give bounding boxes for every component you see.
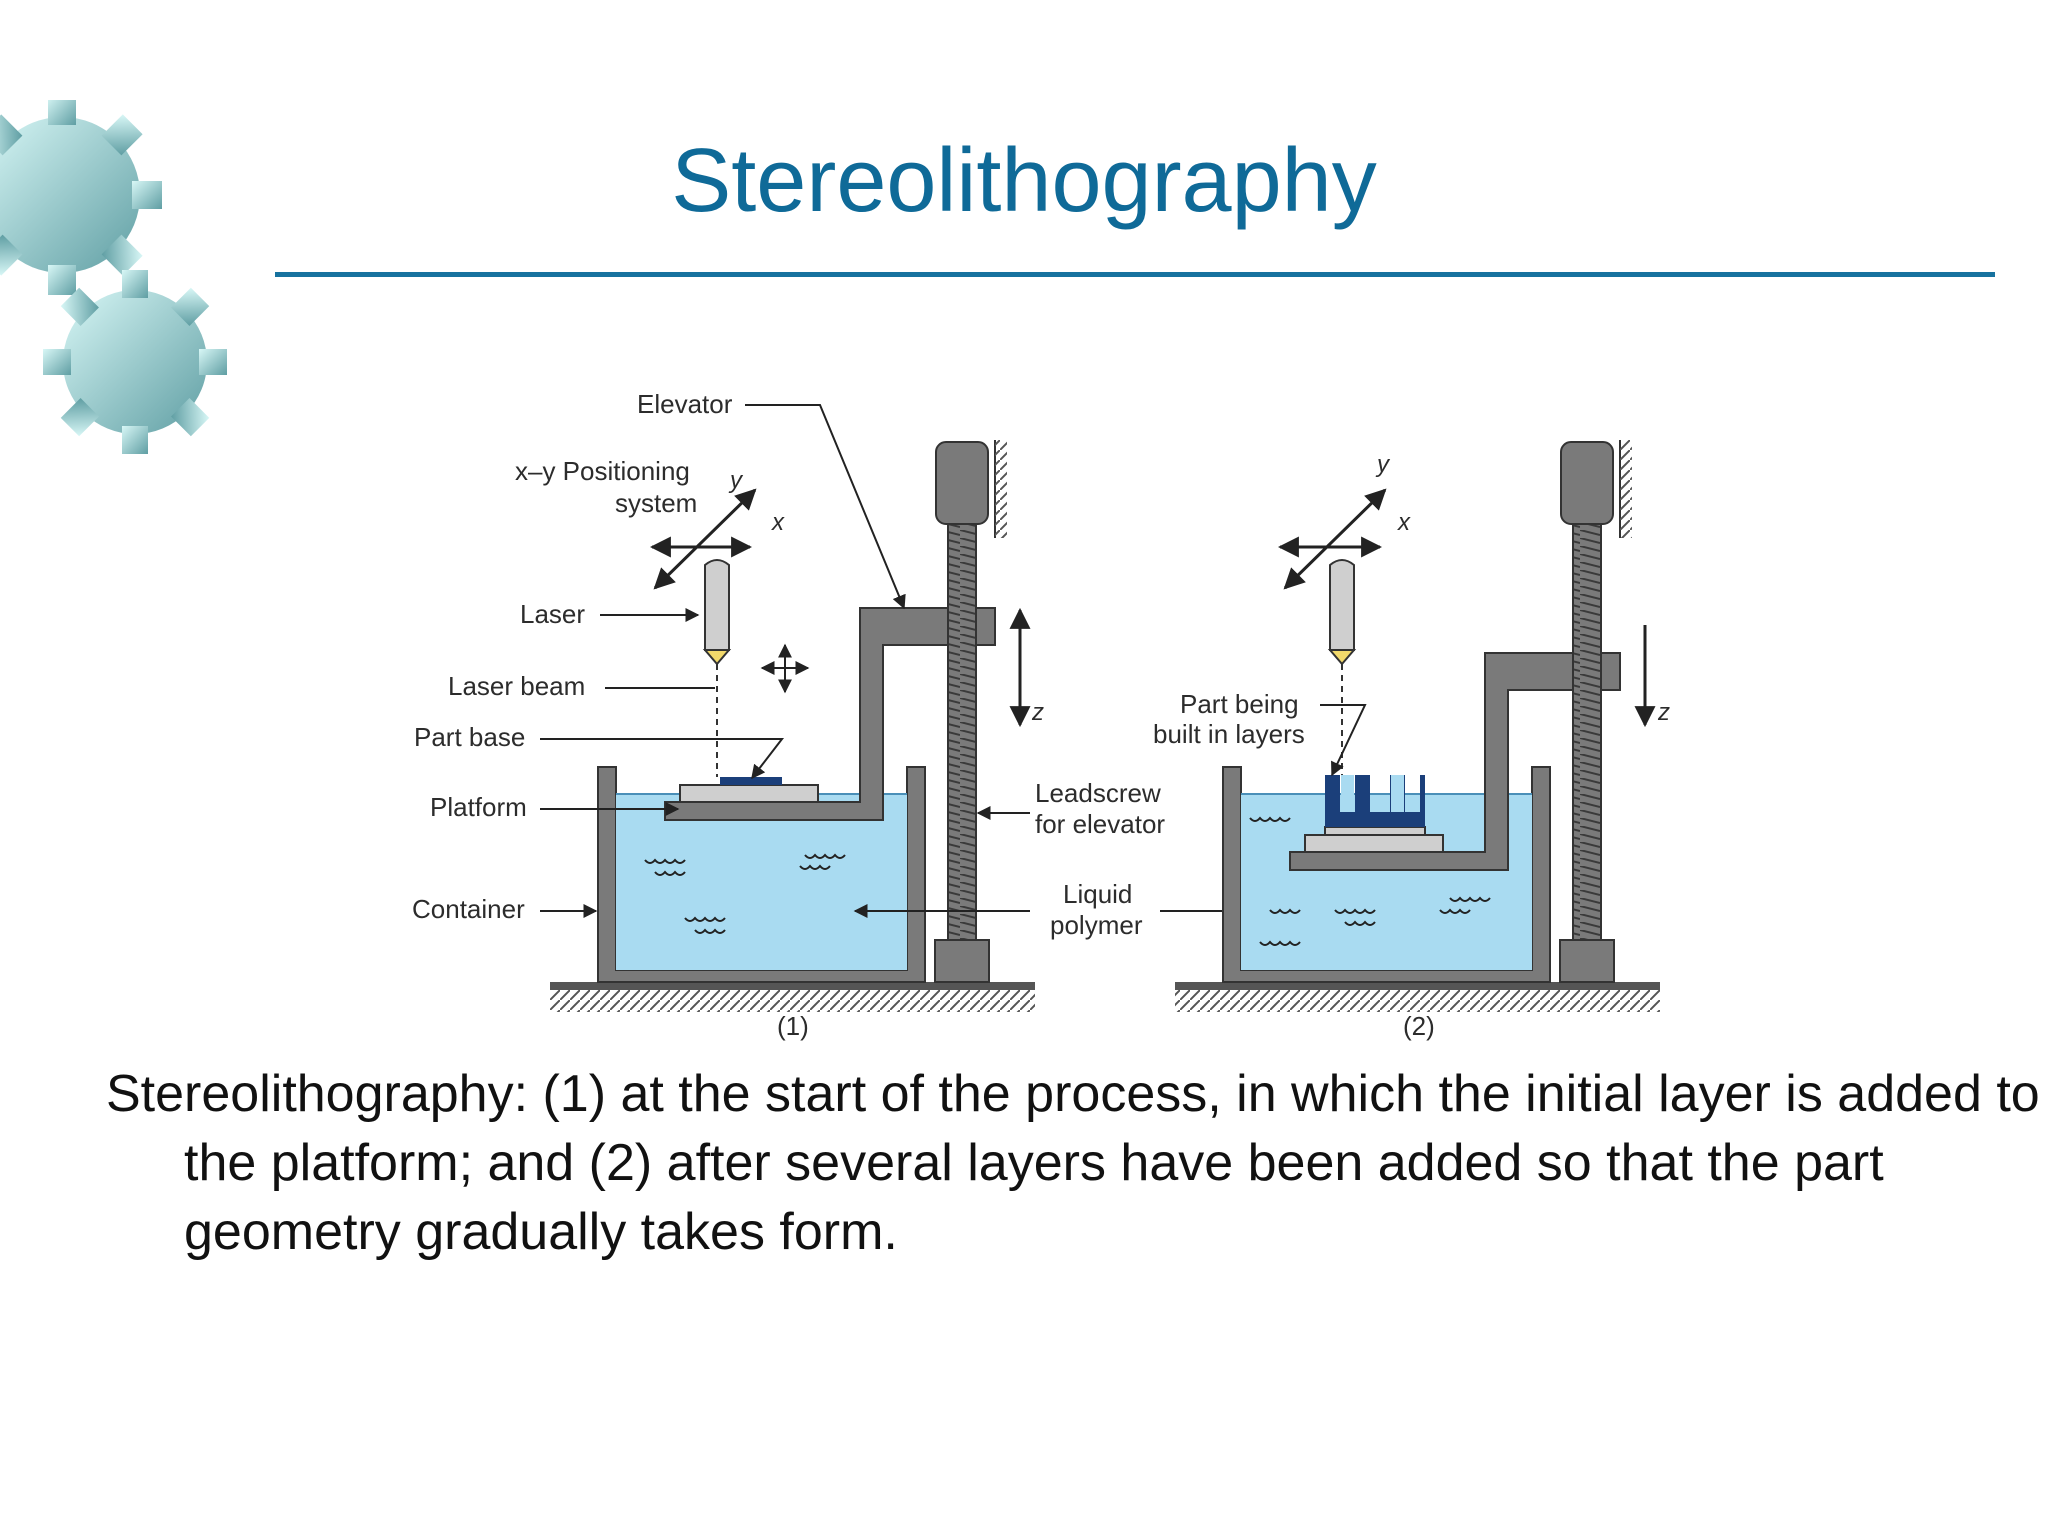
gear-icon <box>0 100 162 295</box>
panel-2-label: (2) <box>1403 1011 1435 1041</box>
label-built-in-layers: built in layers <box>1153 719 1305 749</box>
ground-2 <box>1175 982 1660 990</box>
label-liquid-polymer: polymer <box>1050 910 1143 940</box>
label-container: Container <box>412 894 525 924</box>
decorative-gears <box>0 100 227 454</box>
gear-icon <box>43 270 227 454</box>
laser-2 <box>1329 559 1355 651</box>
label-laser: Laser <box>520 599 585 629</box>
leadscrew-1 <box>947 494 977 956</box>
panel-1-label: (1) <box>777 1011 809 1041</box>
label-laser-beam: Laser beam <box>448 671 585 701</box>
label-leadscrew-for-elevator: for elevator <box>1035 809 1165 839</box>
label-part-base: Part base <box>414 722 525 752</box>
leadscrew-2 <box>1572 494 1602 956</box>
axis-z-label: z <box>1031 699 1044 726</box>
axis-x-label-2: x <box>1397 509 1411 536</box>
stereolithography-diagram: x y z Elevator x–y Positioning system La… <box>412 389 1670 1041</box>
label-part-being: Part being <box>1180 689 1299 719</box>
label-xy-system: system <box>615 488 697 518</box>
platform-1 <box>679 784 819 803</box>
axis-y-label-2: y <box>1375 451 1391 478</box>
ground-1 <box>550 982 1035 990</box>
label-platform: Platform <box>430 792 527 822</box>
label-leadscrew: Leadscrew <box>1035 778 1161 808</box>
label-elevator: Elevator <box>637 389 733 419</box>
title-divider <box>275 272 1995 277</box>
panel-1: x y z Elevator x–y Positioning system La… <box>412 389 1044 1041</box>
laser-1 <box>704 559 730 651</box>
axis-y-label: y <box>728 467 744 494</box>
slide-title: Stereolithography <box>671 131 1377 231</box>
liquid-polymer-1 <box>616 794 907 970</box>
label-xy-positioning: x–y Positioning <box>515 456 690 486</box>
axis-x-label: x <box>771 509 785 536</box>
platform-2 <box>1304 834 1444 853</box>
move-arrows-icon <box>760 643 810 694</box>
part-base-2 <box>1324 826 1426 836</box>
panel-2: x y z Part being built in layers (2) <box>1153 440 1670 1041</box>
label-liquid: Liquid <box>1063 879 1132 909</box>
figure-caption: Stereolithography: (1) at the start of t… <box>106 1065 2040 1261</box>
axis-z-label-2: z <box>1657 699 1670 726</box>
part-base-1 <box>720 777 782 785</box>
